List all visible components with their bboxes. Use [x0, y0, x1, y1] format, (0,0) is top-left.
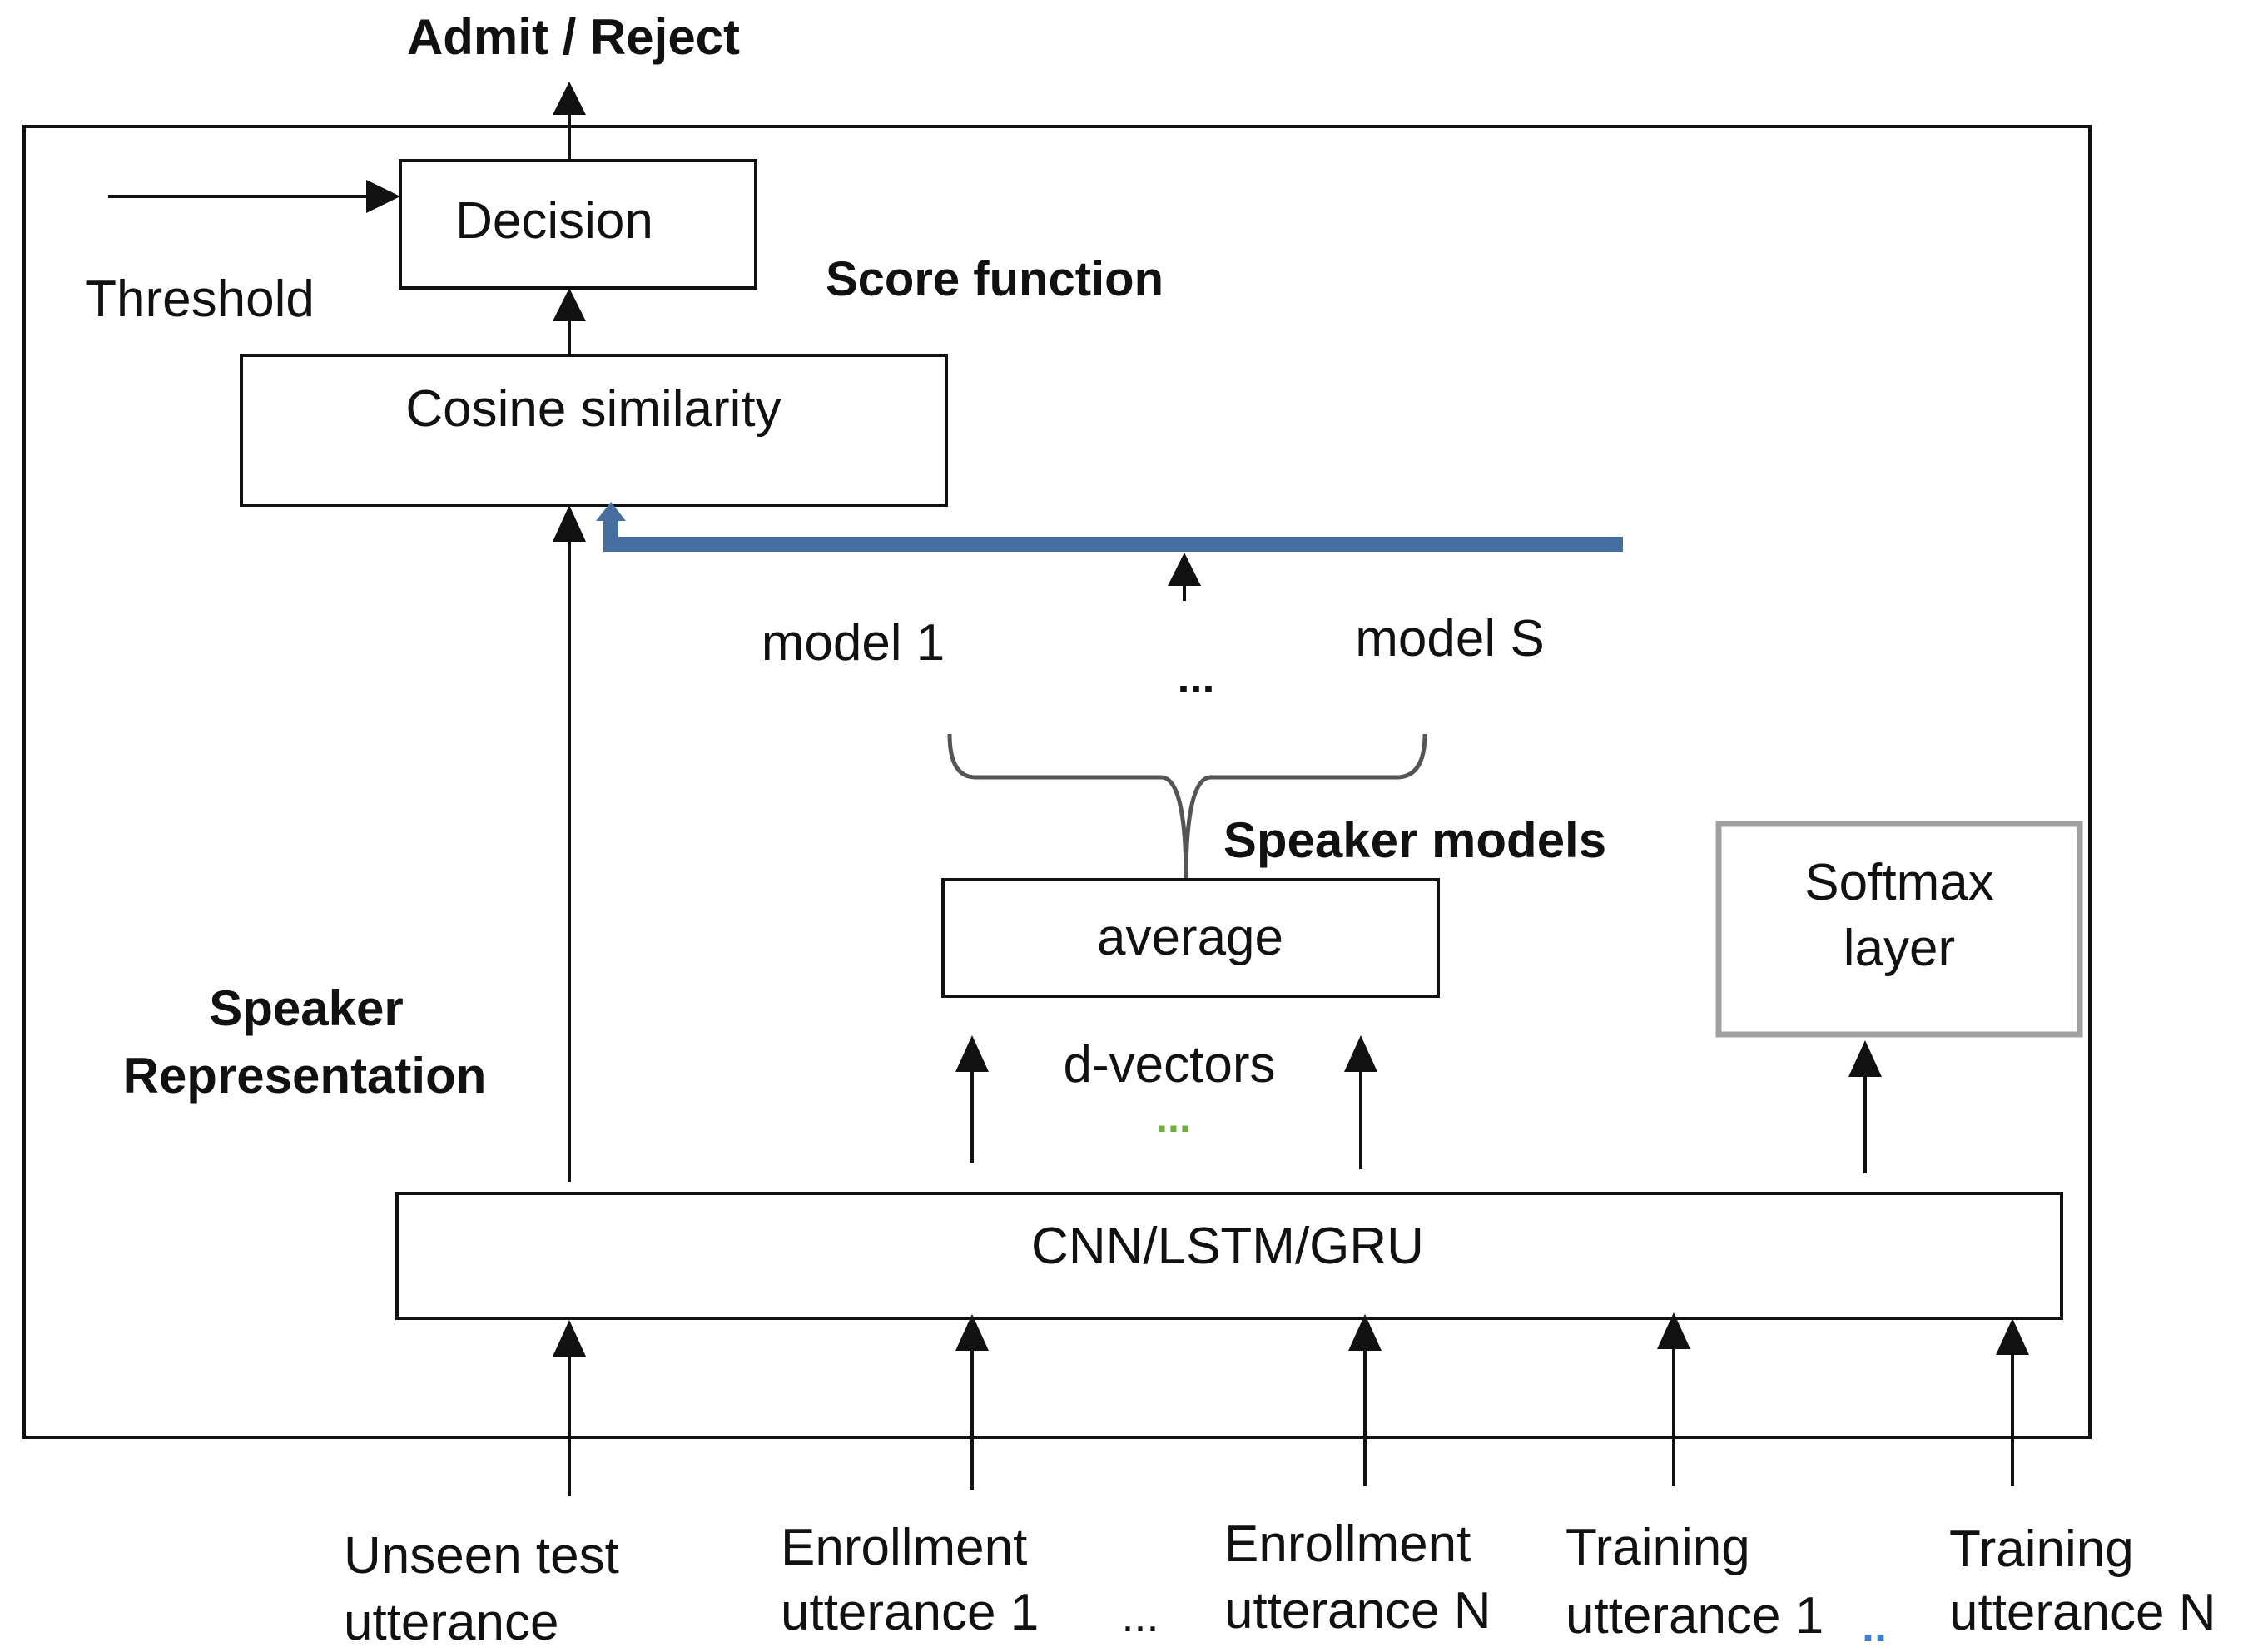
input-label-4-line2: utterance 1 [1566, 1587, 1824, 1645]
models-ellipsis: ... [1177, 652, 1214, 702]
cosine-decision-arrow-head [553, 288, 586, 321]
input-arrow-4-head [1657, 1312, 1690, 1349]
speaker-representation-label-line2: Representation [123, 1048, 487, 1104]
test-representation-arrow-head [553, 505, 586, 542]
input-label-2-line1: Enrollment [781, 1519, 1027, 1576]
enrollment-ellipsis: ... [1121, 1591, 1159, 1641]
output-label: Admit / Reject [407, 9, 740, 65]
decision-box [399, 159, 757, 290]
network-box [395, 1192, 2063, 1320]
input-label-1-line1: Unseen test [344, 1527, 619, 1585]
speaker-model-feedback-head [596, 502, 626, 521]
model-1-label: model 1 [762, 614, 945, 672]
input-label-4-line1: Training [1566, 1519, 1750, 1576]
threshold-arrow-head [366, 180, 400, 213]
d-vectors-label: d-vectors [1064, 1036, 1276, 1094]
input-label-3-line2: utterance N [1224, 1582, 1491, 1640]
dvector-arrow-1-head [955, 1035, 989, 1072]
models-up-arrow-head [1168, 553, 1201, 586]
average-box [941, 878, 1440, 998]
softmax-label-line2: layer [1844, 920, 1955, 977]
input-label-5-line1: Training [1949, 1521, 2134, 1578]
input-label-1-line2: utterance [344, 1594, 559, 1651]
softmax-arrow-head [1848, 1040, 1882, 1077]
system-frame [22, 125, 2092, 1439]
input-label-3-line1: Enrollment [1224, 1516, 1471, 1573]
average-label: average [1097, 909, 1283, 966]
cosine-similarity-label: Cosine similarity [405, 380, 781, 438]
input-label-2-line2: utterance 1 [781, 1584, 1039, 1641]
threshold-label: Threshold [85, 270, 315, 328]
input-arrow-2-head [955, 1314, 989, 1351]
cosine-similarity-box [240, 354, 948, 507]
input-arrow-3-head [1348, 1314, 1382, 1351]
training-ellipsis: .. [1862, 1601, 1887, 1651]
input-label-5-line2: utterance N [1949, 1584, 2216, 1641]
network-label: CNN/LSTM/GRU [1031, 1218, 1424, 1275]
speaker-models-label: Speaker models [1223, 812, 1606, 868]
score-function-label: Score function [826, 252, 1164, 306]
input-arrow-1-head [553, 1320, 586, 1357]
speaker-representation-label-line1: Speaker [209, 980, 404, 1036]
input-arrow-5-head [1996, 1318, 2029, 1355]
dvector-arrow-n-head [1344, 1035, 1377, 1072]
model-s-label: model S [1355, 610, 1544, 667]
decision-label: Decision [455, 192, 653, 250]
softmax-label-line1: Softmax [1804, 854, 1993, 911]
d-vectors-dots: ... [1156, 1094, 1191, 1141]
speaker-model-feedback-line [603, 511, 1623, 552]
output-arrow-head [553, 82, 586, 115]
softmax-box [1715, 821, 2083, 1038]
